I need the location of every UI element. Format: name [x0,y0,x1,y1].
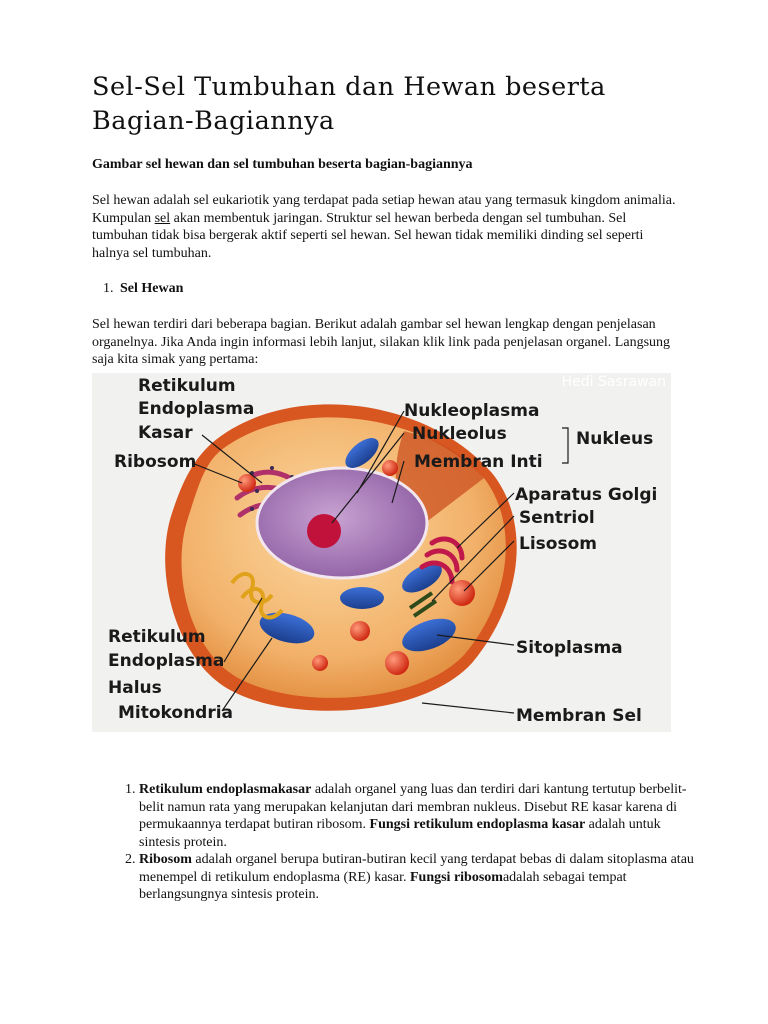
label-aparatus-golgi: Aparatus Golgi [515,485,657,505]
label-sentriol: Sentriol [519,508,595,528]
label-nukleoplasma: Nukleoplasma [404,401,539,421]
term-retikulum[interactable]: Retikulum endoplasmakasar [139,782,311,797]
label-retikulum-halus-3: Halus [108,678,162,698]
section-list: Sel Hewan [92,280,682,298]
label-retikulum-halus-1: Retikulum [108,627,206,647]
animal-cell-diagram: Hedi Sasrawan Retikulum Endoplasma Kasar… [92,373,671,732]
label-retikulum-kasar-2: Endoplasma [138,399,254,419]
nucleolus [307,514,341,548]
intro-paragraph: Sel hewan adalah sel eukariotik yang ter… [92,192,682,262]
figure-watermark: Hedi Sasrawan [562,374,666,390]
label-mitokondria: Mitokondria [118,703,233,723]
list-item: Retikulum endoplasmakasar adalah organel… [139,781,699,851]
subheading: Gambar sel hewan dan sel tumbuhan besert… [92,156,682,174]
page-title: Sel-Sel Tumbuhan dan Hewan beserta Bagia… [92,70,682,138]
label-membran-sel: Membran Sel [516,706,642,726]
label-nukleolus: Nukleolus [412,424,507,444]
label-sitoplasma: Sitoplasma [516,638,623,658]
section-paragraph: Sel hewan terdiri dari beberapa bagian. … [92,316,682,369]
label-retikulum-kasar-1: Retikulum [138,376,236,396]
list-item: Ribosom adalah organel berupa butiran-bu… [139,851,699,904]
sel-link[interactable]: sel [155,211,171,226]
label-nukleus: Nukleus [576,429,653,449]
animal-cell-figure: Hedi Sasrawan Retikulum Endoplasma Kasar… [92,373,671,732]
intro-text-after: akan membentuk jaringan. Struktur sel he… [92,211,643,261]
section-item: Sel Hewan [117,280,682,298]
section-title: Sel Hewan [120,281,183,296]
label-retikulum-halus-2: Endoplasma [108,651,224,671]
function-label-ribosom: Fungsi ribosom [410,870,503,885]
function-label-retikulum: Fungsi retikulum endoplasma kasar [370,817,586,832]
label-ribosom: Ribosom [114,452,196,472]
label-lisosom: Lisosom [519,534,597,554]
term-ribosom[interactable]: Ribosom [139,852,192,867]
label-retikulum-kasar-3: Kasar [138,423,193,443]
label-membran-inti: Membran Inti [414,452,543,472]
organelle-list: Retikulum endoplasmakasar adalah organel… [92,781,699,904]
article: Sel-Sel Tumbuhan dan Hewan beserta Bagia… [92,70,682,369]
